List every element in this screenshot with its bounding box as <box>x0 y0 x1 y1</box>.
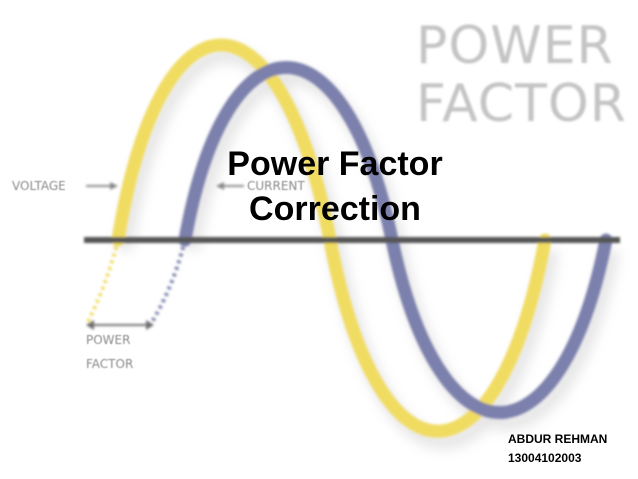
voltage-wave-dotted <box>86 239 120 323</box>
voltage-pointer-arrow <box>110 182 118 190</box>
power-factor-label-line-2: FACTOR <box>86 357 134 371</box>
voltage-label: VOLTAGE <box>12 179 66 193</box>
slide-title-line-1: Power Factor <box>227 145 443 183</box>
power-factor-left-arrow <box>86 320 94 330</box>
author-id: 13004102003 <box>508 451 582 465</box>
power-factor-label-line-1: POWER <box>86 333 131 347</box>
author-name: ABDUR REHMAN <box>508 432 608 446</box>
background-title-factor: FACTOR <box>416 74 627 134</box>
power-factor-right-arrow <box>146 320 154 330</box>
current-label: CURRENT <box>247 179 305 193</box>
slide-title-line-2: Correction <box>249 190 421 228</box>
current-pointer-arrow <box>216 182 224 190</box>
background-title-power: POWER <box>416 16 614 76</box>
current-wave-dotted <box>150 239 187 324</box>
